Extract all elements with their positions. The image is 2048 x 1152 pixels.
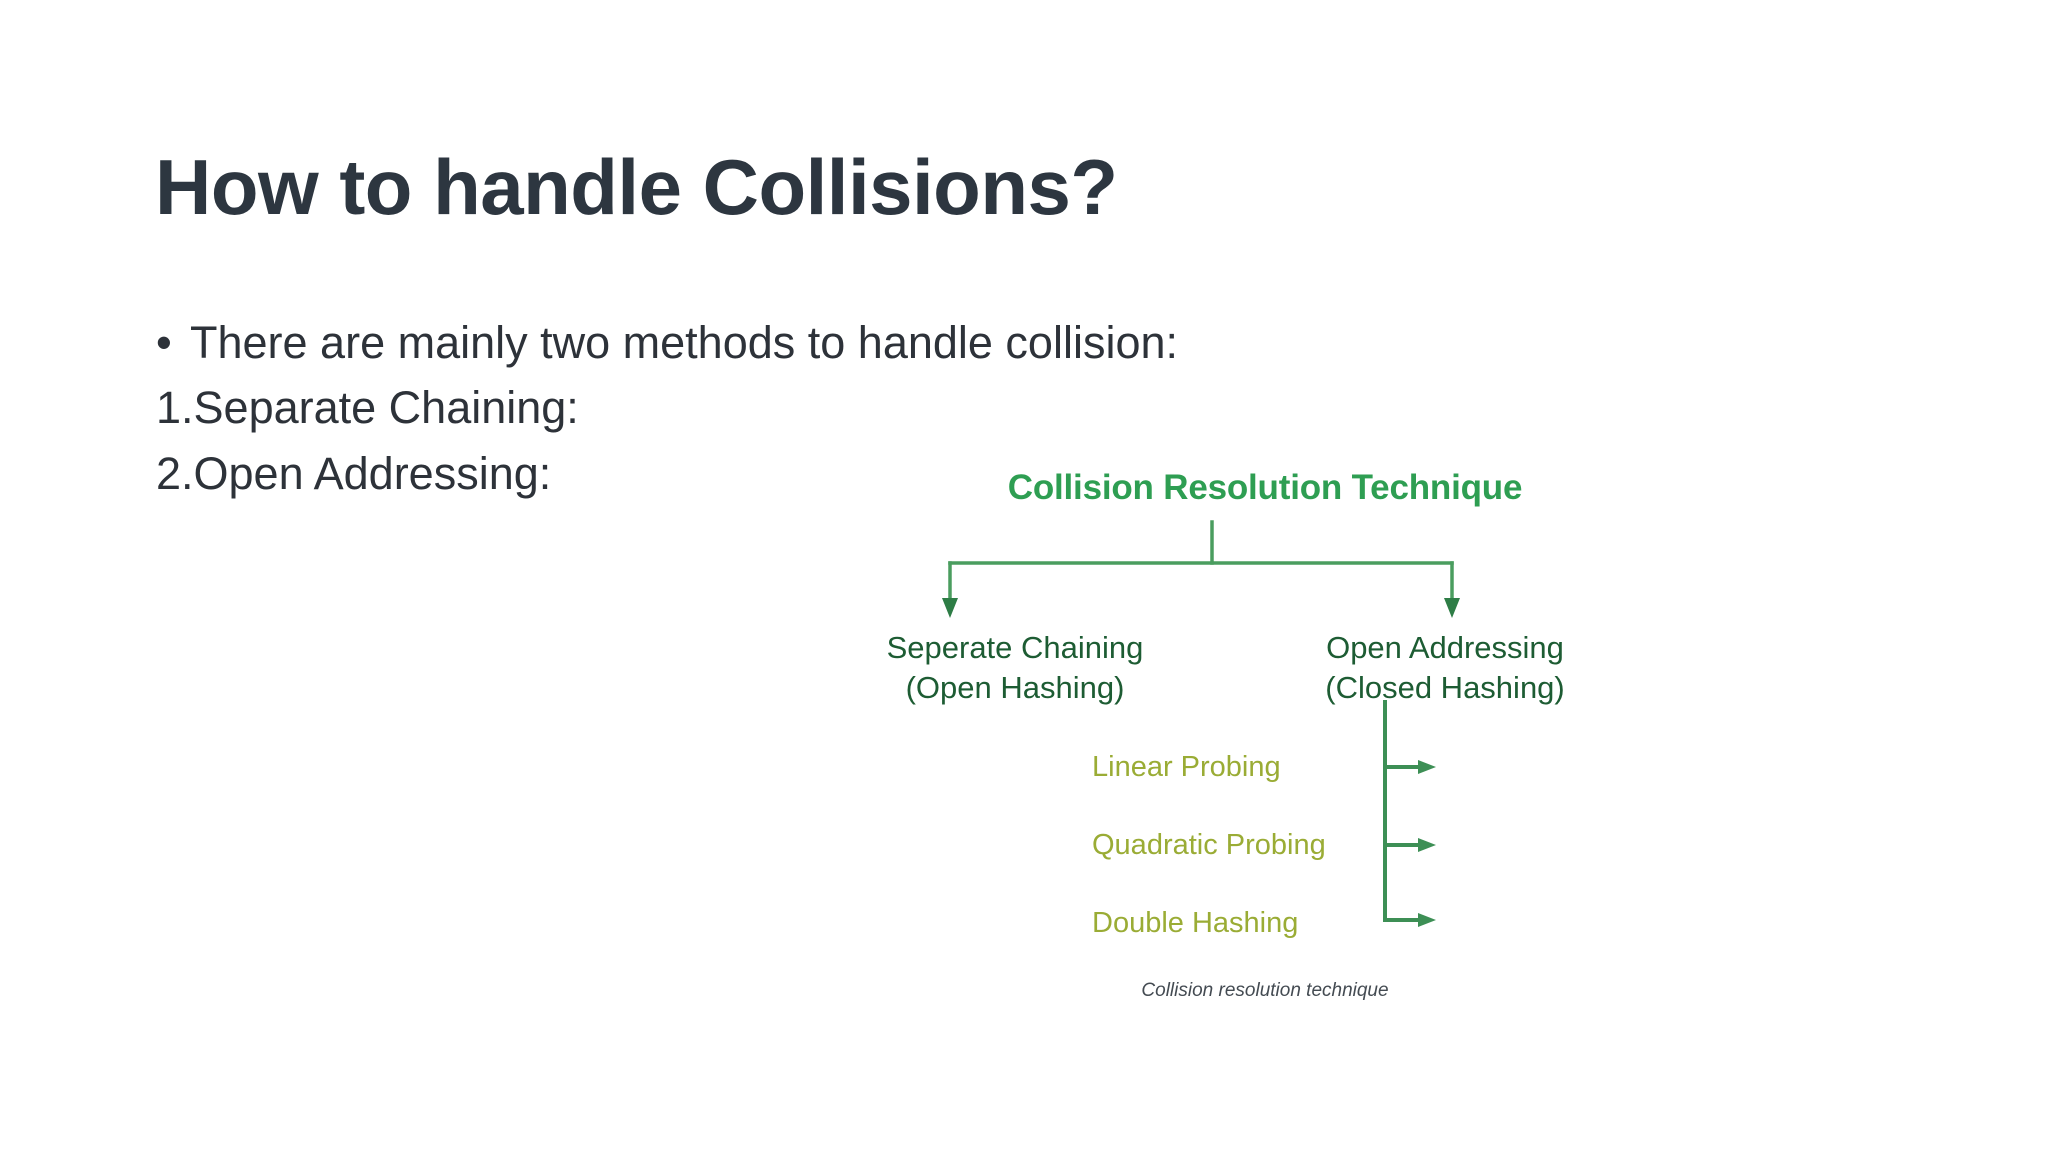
body-line-text: 2.Open Addressing:	[156, 447, 552, 499]
bullet-icon: •	[156, 317, 172, 368]
body-line-item-1: 1.Separate Chaining:	[156, 375, 1456, 440]
node-separate-chaining-line1: Seperate Chaining	[886, 630, 1144, 665]
node-open-addressing-line2: (Closed Hashing)	[1325, 669, 1565, 705]
leaf-arrow-head-3-icon	[1418, 913, 1436, 927]
body-line-item-2: 2.Open Addressing:	[156, 441, 1456, 506]
leaf-arrow-head-2-icon	[1418, 838, 1436, 852]
node-open-addressing-line1: Open Addressing	[1326, 630, 1564, 665]
left-arrow-head-icon	[942, 598, 958, 618]
node-separate-chaining-line2: (Open Hashing)	[905, 669, 1125, 705]
figure-caption: Collision resolution technique	[1141, 980, 1389, 1001]
page-title: How to handle Collisions?	[155, 143, 1118, 232]
body-text-block: • There are mainly two methods to handle …	[156, 310, 1456, 506]
body-line-text: 1.Separate Chaining:	[156, 382, 579, 434]
body-line-bullet: • There are mainly two methods to handle …	[156, 310, 1456, 375]
leaf-double-hashing: Double Hashing	[1092, 907, 1299, 939]
node-open-addressing: Open Addressing (Closed Hashing)	[1235, 628, 1655, 707]
leaf-quadratic-probing: Quadratic Probing	[1092, 829, 1326, 861]
node-separate-chaining: Seperate Chaining (Open Hashing)	[820, 628, 1210, 707]
leaf-arrow-head-1-icon	[1418, 760, 1436, 774]
body-line-text: There are mainly two methods to handle c…	[190, 317, 1179, 368]
collision-resolution-figure: Collision Resolution Technique Seperate …	[760, 450, 1770, 1010]
right-arrow-head-icon	[1444, 598, 1460, 618]
figure-root-title: Collision Resolution Technique	[1007, 468, 1523, 507]
leaf-linear-probing: Linear Probing	[1092, 751, 1281, 783]
